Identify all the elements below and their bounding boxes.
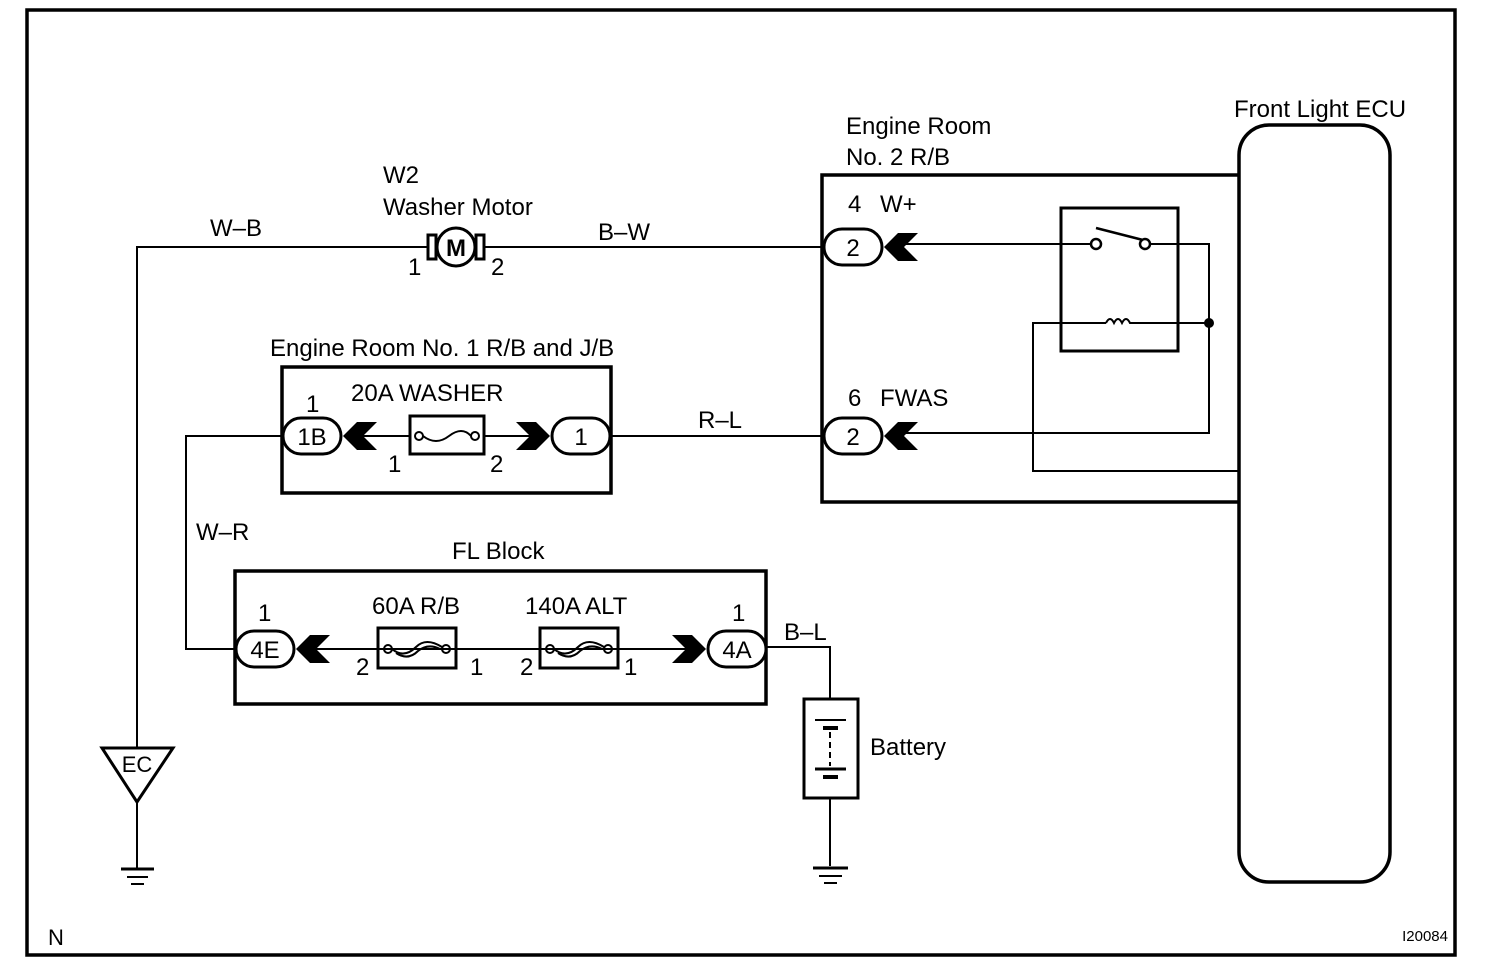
wire-label-b-w: B–W: [598, 219, 650, 246]
fl-left-connector-pin: 1: [258, 600, 271, 627]
er1-left-connector-pin: 1: [306, 391, 319, 418]
connector-arrow-icon: [672, 635, 706, 663]
er1-fuse-pin-1: 1: [388, 451, 401, 478]
motor-symbol: M: [446, 235, 466, 262]
er2-connector-w-plus: [822, 227, 884, 267]
switch-contact-icon: [1089, 237, 1103, 251]
wire-label-w-r: W–R: [196, 519, 249, 546]
connector-arrow-icon: [884, 422, 918, 450]
motor-icon: [435, 226, 477, 268]
wire-w-b: [136, 246, 428, 748]
ground-icon: [121, 867, 154, 885]
front-light-ecu-label: Front Light ECU: [1234, 96, 1406, 123]
wire-label-b-l: B–L: [784, 619, 827, 646]
wire-w-r: [185, 435, 283, 650]
fl-connector-4e: [234, 629, 296, 669]
fl-connector-4e-label: 4E: [250, 637, 279, 664]
er1-connector-1-label: 1: [574, 424, 587, 451]
er1-connector-1b-label: 1B: [297, 424, 326, 451]
fl-block-title: FL Block: [452, 538, 545, 565]
fl-right-connector-pin: 1: [732, 600, 745, 627]
battery-icon: [802, 697, 860, 866]
er2-terminal-w-plus-pin: 4: [848, 191, 861, 218]
er1-fuse-label: 20A WASHER: [351, 380, 504, 407]
motor-pin-1: 1: [408, 254, 421, 281]
fl-fuse-60a-label: 60A R/B: [372, 593, 460, 620]
fl-block-box: [233, 569, 768, 706]
er2-terminal-w-plus-name: W+: [880, 191, 917, 218]
fuse-140a-alt: [538, 626, 620, 670]
fl-fuse-60a-pin-2: 2: [356, 654, 369, 681]
ground-icon: [813, 866, 848, 884]
connector-arrow-icon: [516, 422, 550, 450]
er2-title-line2: No. 2 R/B: [846, 144, 950, 171]
er1-connector-1: [550, 416, 612, 456]
washer-motor-name: Washer Motor: [383, 194, 533, 221]
corner-letter: N: [48, 925, 64, 950]
front-light-ecu-box: [1237, 123, 1392, 884]
ground-point-ec-icon: [99, 746, 176, 805]
er1-title: Engine Room No. 1 R/B and J/B: [270, 335, 614, 362]
fl-fuse-140a-pin-1: 1: [624, 654, 637, 681]
motor-pin-2: 2: [491, 254, 504, 281]
er2-title-line1: Engine Room: [846, 113, 991, 140]
fuse-icon: [414, 431, 424, 441]
connector-arrow-icon: [296, 635, 330, 663]
er2-terminal-fwas-pin: 6: [848, 385, 861, 412]
ground-point-ec-label: EC: [122, 752, 153, 777]
er1-fuse-pin-2: 2: [490, 451, 503, 478]
wire-b-l: [766, 646, 831, 699]
figure-id: I20084: [1402, 928, 1448, 945]
wire-label-w-b: W–B: [210, 215, 262, 242]
wire-label-r-l: R–L: [698, 407, 742, 434]
fl-fuse-60a-pin-1: 1: [470, 654, 483, 681]
washer-motor-code: W2: [383, 162, 419, 189]
er2-terminal-fwas-name: FWAS: [880, 385, 948, 412]
fl-connector-4a-label: 4A: [722, 637, 751, 664]
er2-connector-w-plus-label: 2: [846, 235, 859, 262]
fl-connector-4a: [706, 629, 768, 669]
connector-arrow-icon: [884, 233, 918, 261]
relay-coil-icon: [1105, 318, 1136, 326]
connector-arrow-icon: [343, 422, 377, 450]
fl-fuse-140a-label: 140A ALT: [525, 593, 628, 620]
er2-connector-fwas-label: 2: [846, 424, 859, 451]
diagram-frame: [25, 8, 1457, 957]
er1-rb-jb-box: [280, 365, 613, 495]
switch-blade-icon: [1095, 226, 1144, 242]
junction-dot: [1204, 318, 1214, 328]
fl-fuse-140a-pin-2: 2: [520, 654, 533, 681]
er2-rb-box: [820, 173, 1239, 504]
battery-label: Battery: [870, 734, 946, 761]
fuse-60a-rb: [376, 626, 458, 670]
relay: [904, 206, 1239, 472]
fuse-20a-washer: [408, 414, 486, 456]
